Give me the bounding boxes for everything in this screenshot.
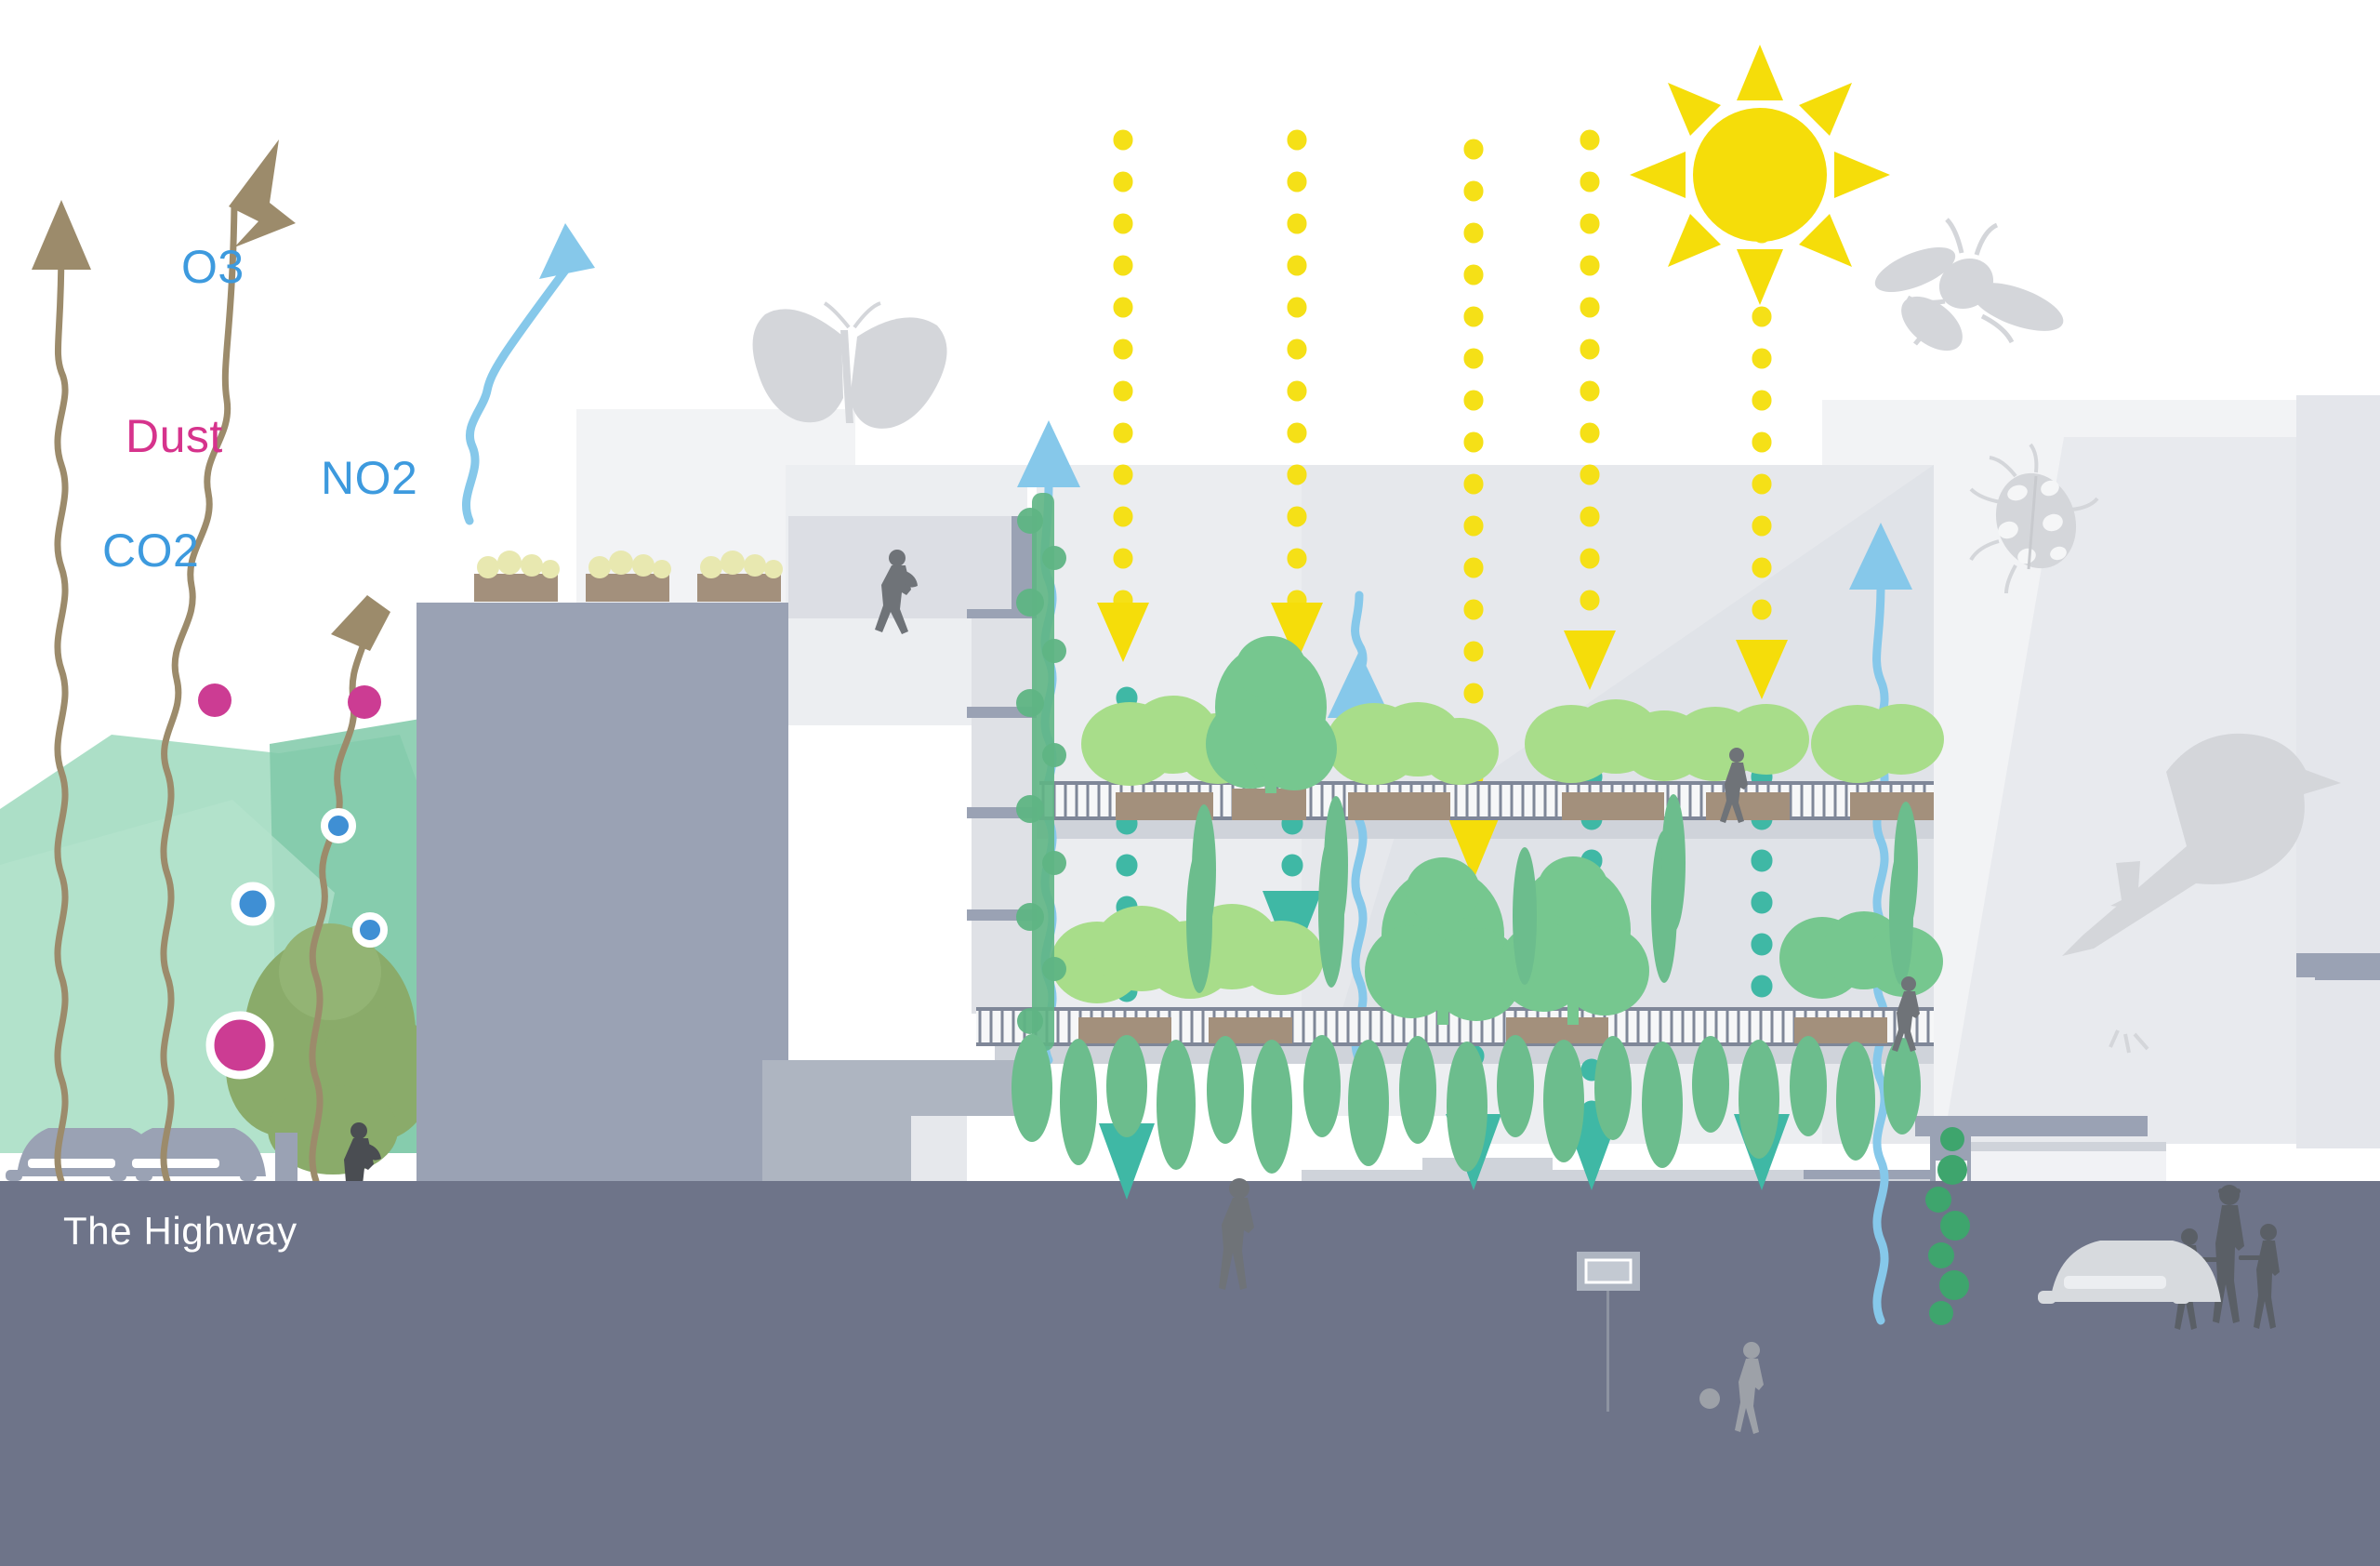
- hanging-plants: [1012, 1034, 1921, 1174]
- upper-terrace-trees: [1206, 636, 1337, 793]
- green-wall-left: [1016, 493, 1066, 1051]
- sun-icon: [1630, 45, 1890, 305]
- label-co2: CO2: [102, 524, 200, 577]
- person-atrium: [1219, 1178, 1254, 1290]
- right-pavement: [1952, 1302, 2380, 1566]
- ball: [1699, 1388, 1720, 1409]
- wall-sign: [1577, 1252, 1640, 1412]
- fresh-air-arrowheads: [539, 223, 1912, 718]
- person-roof-walkway: [875, 550, 918, 634]
- street-tree-left: [226, 923, 434, 1174]
- ladybug-icon: [1969, 443, 2099, 594]
- no2-particles: [231, 808, 388, 948]
- sunlight-arrowheads: [1097, 603, 1788, 880]
- bee-icon: [1874, 218, 2064, 352]
- car-right: [2038, 1241, 2221, 1304]
- lower-terrace-planters: [1078, 1017, 1887, 1043]
- car-windshields: [28, 1159, 219, 1168]
- bollard: [275, 1133, 298, 1185]
- upper-terrace-planters: [1116, 789, 1934, 820]
- green-wall-right-column: [1925, 1127, 1970, 1325]
- rooftop-planters: [474, 551, 783, 602]
- label-the-highway: The Highway: [63, 1209, 298, 1253]
- pollutant-plume-1: [54, 240, 69, 1185]
- bird-icon: [2062, 733, 2341, 1054]
- person-lower-terrace: [1892, 976, 1920, 1052]
- label-o3: O3: [181, 241, 245, 293]
- label-no2: NO2: [321, 452, 418, 504]
- fresh-air-wave-0: [461, 263, 572, 525]
- pollutant-arrowheads: [32, 139, 390, 651]
- person-ground-floor: [1735, 1342, 1764, 1434]
- lower-terrace-trees: [1365, 856, 1943, 1025]
- vertical-climbers-atrium: [1192, 794, 1918, 935]
- label-dust: Dust: [126, 410, 223, 462]
- dust-particles: [198, 683, 381, 1080]
- shaft-bays: [967, 516, 1041, 1014]
- butterfly-icon: [752, 301, 947, 429]
- pollutant-plume-2: [160, 201, 238, 1185]
- person-upper-terrace: [1720, 748, 1748, 823]
